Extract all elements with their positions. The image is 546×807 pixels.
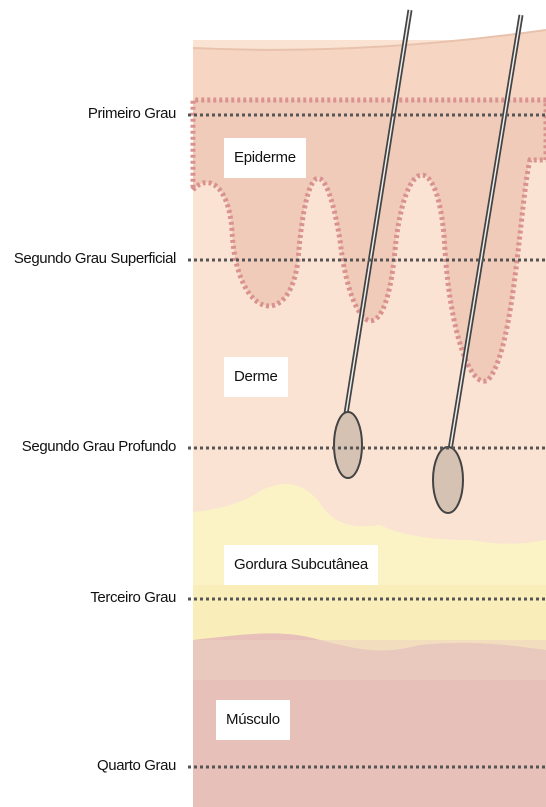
skin-surface-line bbox=[192, 29, 546, 51]
label-primeiro-grau: Primeiro Grau bbox=[87, 105, 177, 122]
muscle-top-tint bbox=[193, 640, 546, 680]
label-derme: Derme bbox=[224, 357, 288, 397]
label-segundo-grau-profundo: Segundo Grau Profundo bbox=[21, 438, 177, 455]
epidermis-layer bbox=[193, 30, 546, 100]
hair-shaft-2-inner bbox=[449, 14, 522, 451]
hair-shaft-1-inner bbox=[344, 9, 411, 421]
label-musculo: Músculo bbox=[216, 700, 290, 740]
label-gordura-subcutanea: Gordura Subcutânea bbox=[224, 545, 378, 585]
label-terceiro-grau: Terceiro Grau bbox=[90, 589, 176, 606]
label-segundo-grau-superficial: Segundo Grau Superficial bbox=[13, 250, 177, 267]
hair-bulb-2 bbox=[432, 446, 464, 514]
label-quarto-grau: Quarto Grau bbox=[97, 757, 176, 774]
label-epiderme: Epiderme bbox=[224, 138, 306, 178]
hair-bulb-1 bbox=[333, 411, 363, 479]
